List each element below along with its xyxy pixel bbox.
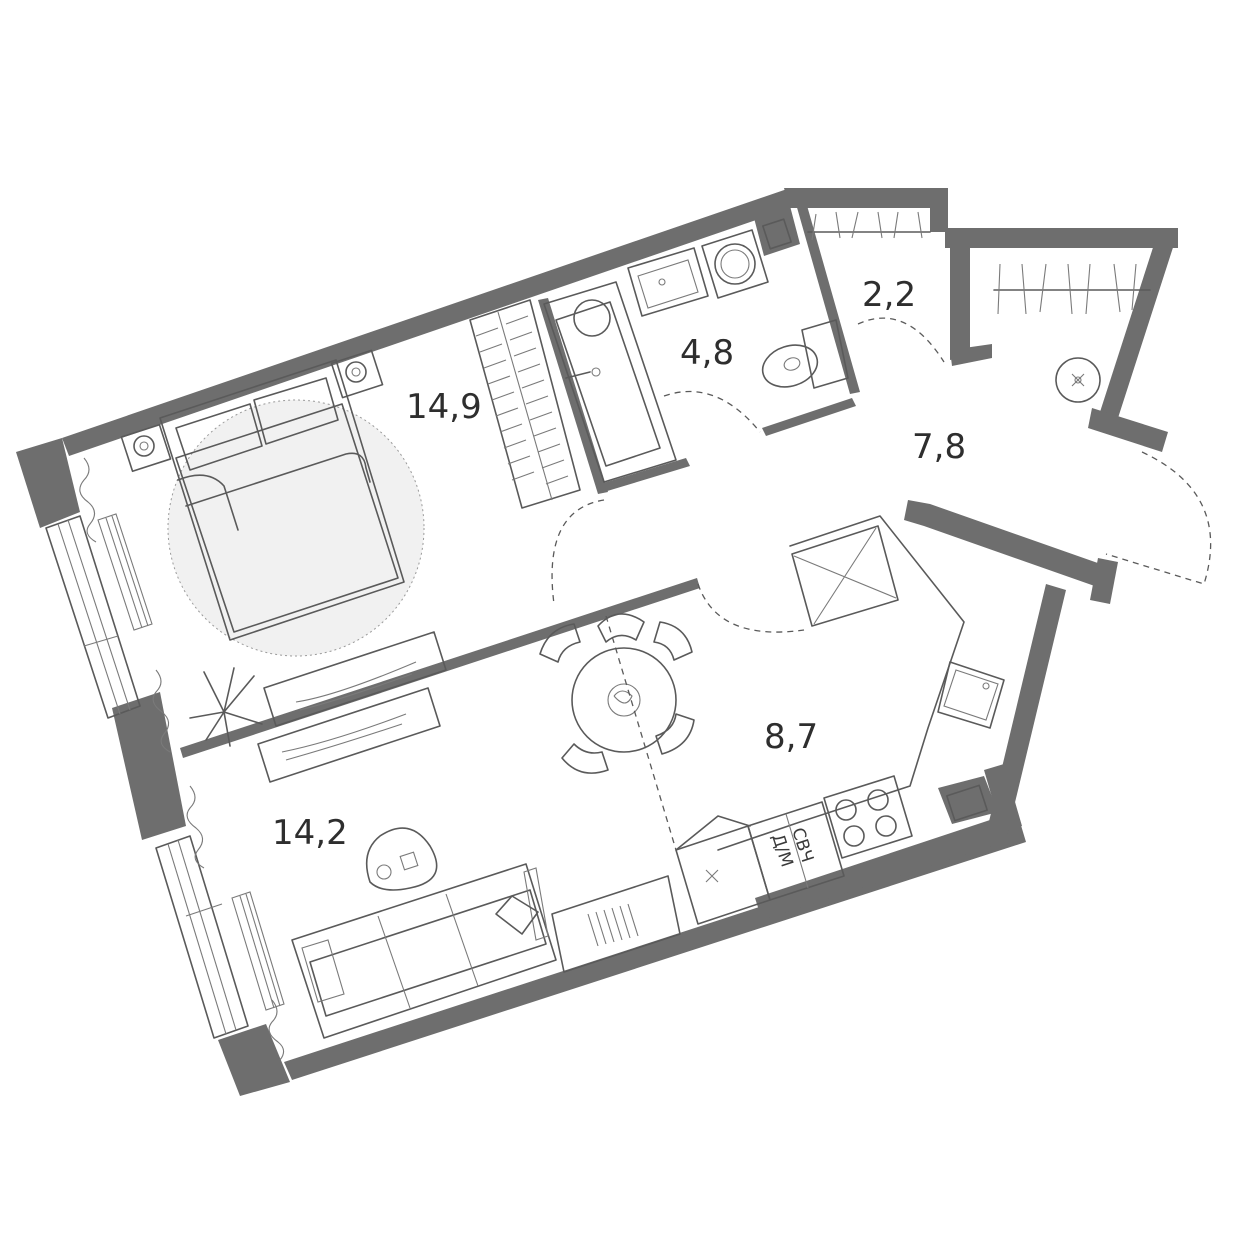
windows	[45, 515, 249, 1039]
plant-icon	[189, 667, 263, 747]
radiators	[97, 513, 285, 1011]
room-area-hallway: 7,8	[912, 427, 966, 467]
room-area-bedroom: 14,9	[406, 387, 482, 427]
vent-shaft-kitchen	[946, 784, 988, 822]
wardrobe-rails	[807, 211, 1151, 403]
door-swings	[551, 317, 1212, 633]
room-area-kitchen: 8,7	[764, 717, 818, 757]
bedroom-furniture	[120, 299, 581, 747]
round-rug	[167, 399, 425, 657]
room-area-wardrobe: 2,2	[862, 275, 916, 315]
living-furniture	[257, 687, 681, 1039]
curtains	[79, 457, 285, 1061]
vent-shaft	[762, 218, 792, 250]
room-area-bathroom: 4,8	[680, 333, 734, 373]
room-area-living-room: 14,2	[272, 813, 348, 853]
bathroom-fixtures	[543, 229, 849, 483]
kitchen-furniture	[539, 515, 1005, 925]
